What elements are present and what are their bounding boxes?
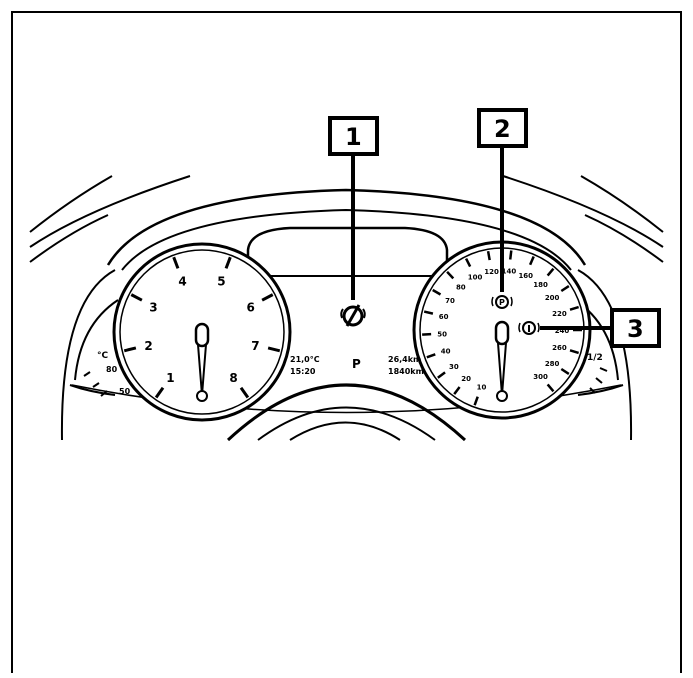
tachometer-tick xyxy=(130,293,143,302)
callout-lines xyxy=(351,146,612,330)
brake-failure-icon xyxy=(340,304,366,327)
tachometer-label: 7 xyxy=(251,339,259,353)
gear-indicator: P xyxy=(352,357,361,371)
tachometer-tick xyxy=(267,346,281,353)
speedometer-tick xyxy=(528,256,535,266)
speedometer-label: 300 xyxy=(533,373,548,381)
coolant-label: 80 xyxy=(106,365,118,374)
speedometer-label: 100 xyxy=(468,273,483,281)
callout-1: 1 xyxy=(328,116,379,156)
speedometer-label: 260 xyxy=(552,344,567,352)
speedometer-label: 160 xyxy=(518,272,533,280)
speedometer-label: 30 xyxy=(449,363,459,371)
tachometer: 1 2 3 4 5 6 7 8 xyxy=(112,242,292,422)
tachometer-tick xyxy=(154,386,165,399)
outside-temperature: 21,0°C xyxy=(290,355,320,364)
speedometer-label: 240 xyxy=(555,327,570,335)
svg-text:P: P xyxy=(499,298,505,307)
speedometer-tick xyxy=(486,250,491,261)
speedometer-tick xyxy=(569,305,579,311)
speedometer-tick xyxy=(446,270,455,280)
speedometer-tick xyxy=(464,257,472,268)
speedometer-label: 10 xyxy=(477,383,487,391)
speedometer-tick xyxy=(453,386,461,395)
dashboard-outline xyxy=(29,175,664,442)
clock: 15:20 xyxy=(290,367,316,376)
tachometer-tick xyxy=(172,256,180,269)
coolant-label: 50 xyxy=(119,387,131,396)
coolant-gauge: °C 80 50 xyxy=(83,351,131,397)
speedometer-label: 60 xyxy=(439,313,449,321)
speedometer-tick xyxy=(569,349,579,355)
info-icon xyxy=(518,321,540,335)
speedometer-label: 200 xyxy=(545,294,560,302)
speedometer-label: 70 xyxy=(445,297,455,305)
speedometer-tick xyxy=(546,267,555,277)
callout-3-label: 3 xyxy=(627,315,644,343)
speedometer-tick xyxy=(546,383,555,393)
speedometer-label: 180 xyxy=(533,281,548,289)
parking-brake-icon: P xyxy=(491,295,513,309)
speedometer-label: 220 xyxy=(552,310,567,318)
trip-distance: 26,4km xyxy=(388,355,421,364)
callout-1-label: 1 xyxy=(345,123,362,151)
page-border xyxy=(11,11,682,673)
speedometer-label: 120 xyxy=(484,268,499,276)
speedometer-tick xyxy=(560,367,570,376)
tachometer-tick xyxy=(224,256,232,269)
callout-2: 2 xyxy=(477,108,528,148)
callout-2-label: 2 xyxy=(494,115,511,143)
tachometer-label: 8 xyxy=(229,371,237,385)
tachometer-label: 5 xyxy=(217,275,225,289)
speedometer-tick xyxy=(437,371,446,379)
speedometer-label: 50 xyxy=(437,330,447,338)
odometer: 1840km xyxy=(388,367,424,376)
coolant-gauge-housing xyxy=(74,299,119,381)
tachometer-label: 4 xyxy=(178,275,186,289)
tachometer-tick xyxy=(239,386,250,399)
speedometer-tick xyxy=(473,396,479,406)
tachometer-label: 1 xyxy=(166,371,174,385)
speedometer-label: 140 xyxy=(502,267,517,275)
speedometer-label: 80 xyxy=(456,283,466,291)
speedometer-tick xyxy=(432,288,442,296)
tachometer-label: 6 xyxy=(246,300,254,314)
tachometer-label: 3 xyxy=(149,300,157,314)
speedometer-label: 280 xyxy=(545,360,560,368)
speedometer-label: 40 xyxy=(441,348,451,356)
speedometer-label: 20 xyxy=(461,375,471,383)
coolant-unit-label: °C xyxy=(97,351,109,361)
speedometer-tick xyxy=(422,332,432,336)
callout-3: 3 xyxy=(610,308,661,348)
speedometer-tick xyxy=(423,310,434,315)
center-display: 21,0°C 15:20 P 26,4km 1840km xyxy=(290,355,424,376)
speedometer-tick xyxy=(426,353,436,359)
tachometer-tick xyxy=(123,346,137,353)
speedometer-tick xyxy=(509,250,513,260)
speedometer-tick xyxy=(560,284,570,293)
tachometer-label: 2 xyxy=(144,339,152,353)
fuel-label: 1/2 xyxy=(587,353,603,363)
tachometer-tick xyxy=(261,293,274,302)
fuel-gauge: 1/2 xyxy=(587,353,608,394)
